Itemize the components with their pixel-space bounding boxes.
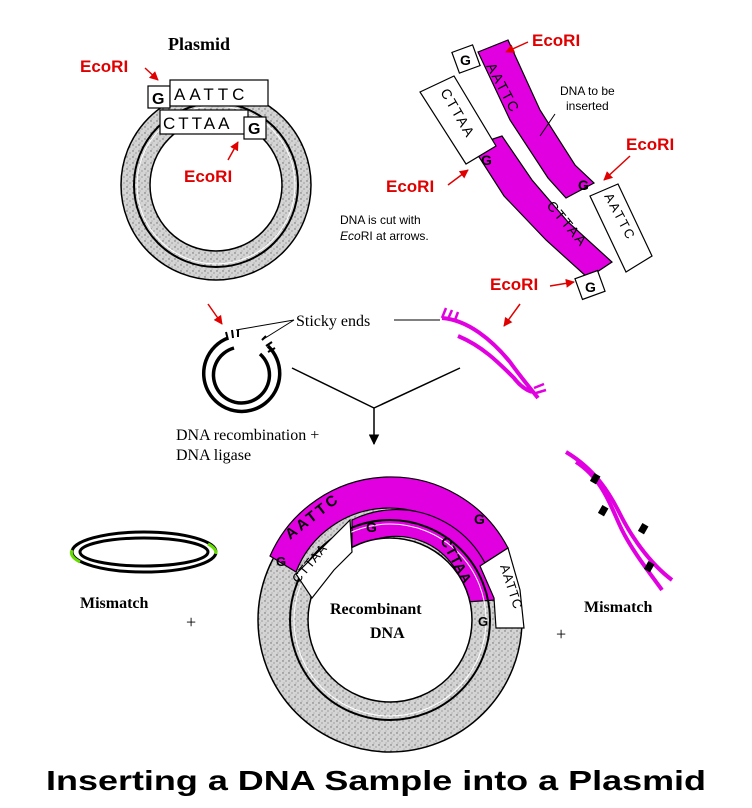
base-g: G	[460, 52, 471, 68]
sticky-ends-pointer	[261, 319, 295, 341]
site-box-aattc-right	[589, 183, 653, 273]
site-box-right	[479, 547, 525, 629]
recombinant-plasmid: AATTC G CTTAA G G CTTAA AATTC G	[257, 476, 526, 753]
plasmid-top: G AATTC CTTAA G	[120, 79, 312, 281]
site-box-g-bottom	[243, 116, 267, 140]
dna-insert-label-line2: inserted	[566, 99, 609, 113]
mismatch-plasmid	[69, 530, 218, 574]
ecori-label: EcoRI	[80, 57, 128, 76]
plus-sign-right: +	[556, 624, 566, 644]
site-box-aattc	[169, 79, 269, 107]
ecori-label: EcoRI	[626, 135, 674, 154]
dna-insert-pointer	[539, 113, 556, 137]
dna-insert-label-line1: DNA to be	[560, 84, 615, 98]
insert-strand-bottom	[471, 135, 613, 279]
ecori-label: EcoRI	[386, 177, 434, 196]
base-seq-aattc: AATTC	[174, 85, 248, 104]
base-g: G	[578, 177, 589, 193]
recombination-line1: DNA recombination +	[176, 427, 319, 444]
recombination-line2: DNA ligase	[176, 447, 251, 464]
cut-plasmid-inner-strand	[211, 346, 272, 405]
base-g: G	[474, 511, 485, 527]
footer-title: Inserting a DNA Sample into a Plasmid	[46, 765, 706, 796]
site-box-g	[451, 44, 481, 74]
cut-note-eco: Eco	[340, 229, 361, 243]
base-g: G	[152, 91, 164, 108]
base-g: G	[248, 121, 260, 138]
cut-note-line2: EcoRI at arrows.	[340, 229, 429, 243]
base-seq-cttaa: CTTAA	[163, 114, 232, 133]
mismatch-label-left: Mismatch	[80, 595, 149, 612]
recombinant-label-line1: Recombinant	[330, 601, 422, 618]
plus-sign-left: +	[186, 612, 196, 632]
site-box-cttaa	[159, 109, 249, 135]
ecori-arrow	[603, 155, 631, 181]
base-g: G	[478, 614, 488, 629]
ecori-label: EcoRI	[184, 167, 232, 186]
sticky-ends-pointer	[235, 319, 295, 331]
merge-line-right	[373, 367, 461, 409]
ecori-arrow	[549, 278, 575, 288]
plasmid-title: Plasmid	[168, 34, 230, 54]
ecori-arrow	[144, 67, 159, 81]
insert-strand-top	[477, 39, 596, 199]
recombinant-inner-hole	[307, 537, 473, 703]
ecori-label: EcoRI	[490, 275, 538, 294]
site-box-cttaa-left	[419, 75, 497, 165]
cut-note-rest: RI at arrows.	[361, 229, 429, 243]
cut-plasmid-outer-strand	[201, 336, 282, 414]
site-box-g	[574, 269, 606, 301]
insert-dna-fragment: G AATTC CTTAA G G CTTAA AATTC G	[419, 39, 653, 301]
sticky-ends-label: Sticky ends	[296, 313, 370, 330]
mismatch-label-right: Mismatch	[584, 599, 653, 616]
mismatch-insert	[564, 450, 674, 592]
merge-line-left	[291, 367, 375, 409]
cut-note-line1: DNA is cut with	[340, 213, 421, 227]
ecori-label: EcoRI	[532, 31, 580, 50]
recombinant-label-line2: DNA	[370, 625, 405, 642]
ecori-arrow	[447, 169, 469, 186]
ecori-arrow	[505, 41, 529, 53]
ecori-arrow	[227, 141, 239, 161]
base-g: G	[481, 152, 492, 168]
red-down-arrow	[503, 303, 521, 327]
base-g: G	[585, 279, 596, 295]
cut-plasmid-small	[201, 329, 282, 414]
cut-insert-small	[440, 307, 547, 400]
base-g: G	[276, 554, 286, 569]
red-down-arrow	[207, 303, 223, 325]
site-box-left	[295, 518, 353, 600]
recombinant-strand-line	[289, 519, 491, 721]
base-g: G	[366, 519, 377, 535]
